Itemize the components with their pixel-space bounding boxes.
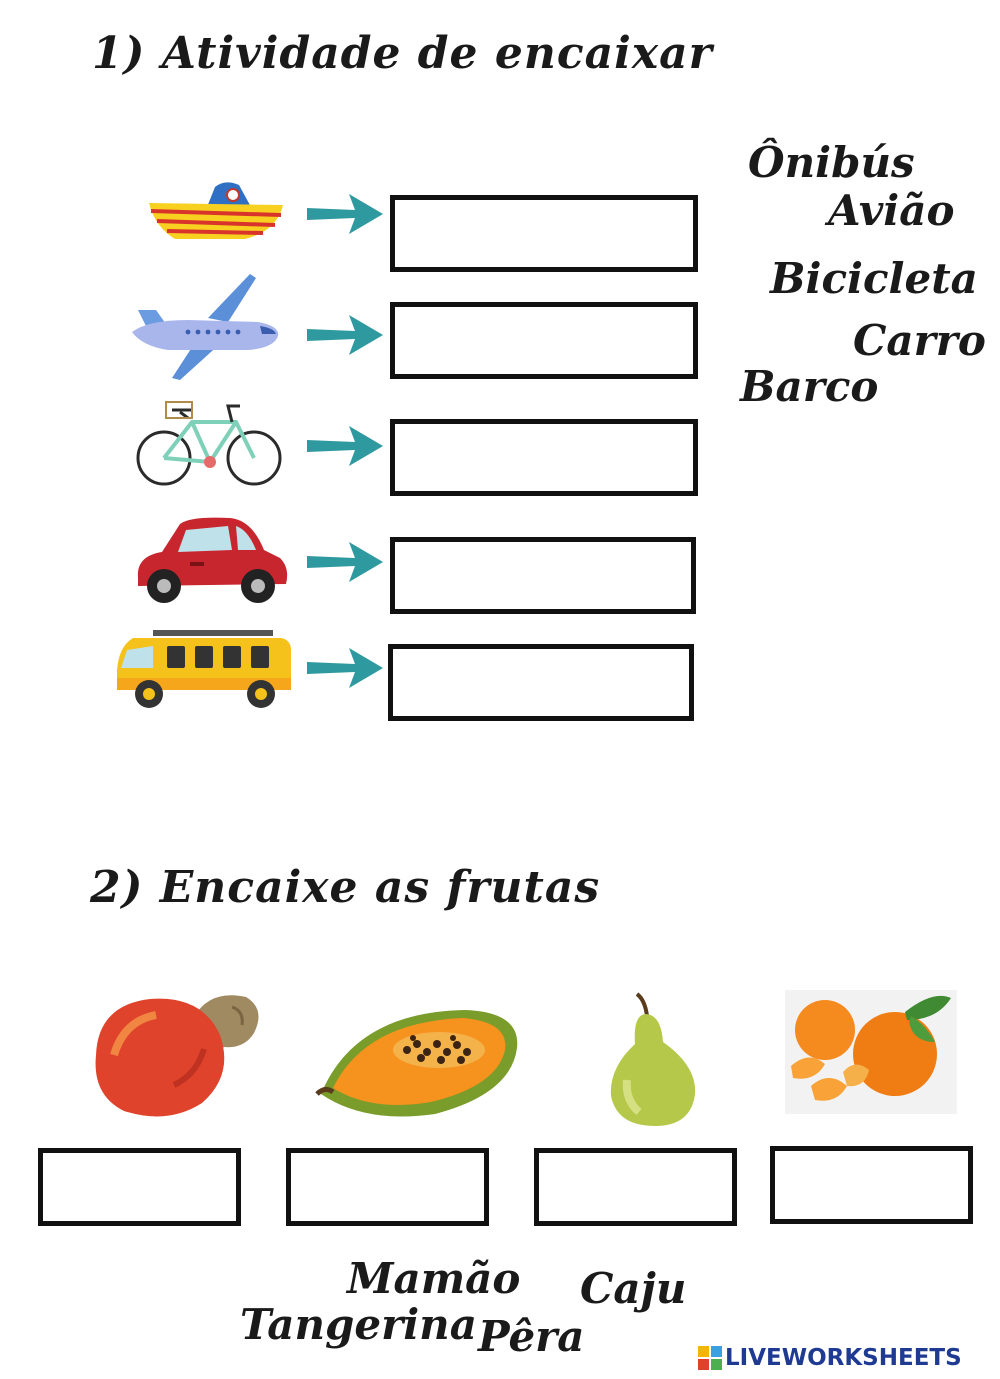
word-aviao[interactable]: Avião bbox=[828, 186, 955, 235]
boat-icon bbox=[149, 182, 283, 239]
word-bicicleta[interactable]: Bicicleta bbox=[770, 254, 978, 303]
arrow-right-icon bbox=[307, 426, 383, 466]
word-caju[interactable]: Caju bbox=[580, 1264, 687, 1313]
drop-box-cashew[interactable] bbox=[38, 1148, 241, 1226]
airplane-icon bbox=[132, 274, 279, 380]
bicycle-icon bbox=[136, 401, 282, 486]
drop-box-car[interactable] bbox=[390, 537, 696, 614]
cashew-icon bbox=[95, 995, 259, 1117]
brand-text: LIVEWORKSHEETS bbox=[725, 1345, 962, 1371]
pear-icon bbox=[610, 992, 696, 1126]
word-onibus[interactable]: Ônibús bbox=[748, 138, 915, 187]
arrow-right-icon bbox=[307, 542, 383, 582]
brand-watermark: LIVEWORKSHEETS bbox=[698, 1343, 962, 1373]
word-barco[interactable]: Barco bbox=[740, 362, 879, 411]
bus-icon bbox=[117, 630, 291, 708]
arrow-right-icon bbox=[307, 194, 383, 234]
word-tangerina[interactable]: Tangerina bbox=[240, 1300, 477, 1349]
arrow-right-icon bbox=[307, 315, 383, 355]
drop-box-tangerine[interactable] bbox=[770, 1146, 973, 1224]
car-icon bbox=[137, 517, 288, 603]
drop-box-papaya[interactable] bbox=[286, 1148, 489, 1226]
drop-box-pear[interactable] bbox=[534, 1148, 737, 1226]
word-carro[interactable]: Carro bbox=[853, 316, 986, 365]
word-mamao[interactable]: Mamão bbox=[347, 1254, 521, 1303]
arrow-right-icon bbox=[307, 648, 383, 688]
tangerine-icon bbox=[785, 990, 957, 1114]
section1-title: 1) Atividade de encaixar bbox=[92, 28, 713, 79]
drop-box-bus[interactable] bbox=[388, 644, 694, 721]
drop-box-boat[interactable] bbox=[390, 195, 698, 272]
liveworksheets-logo-icon bbox=[698, 1346, 722, 1370]
drop-box-airplane[interactable] bbox=[390, 302, 698, 379]
papaya-icon bbox=[315, 1010, 518, 1117]
section2-title: 2) Encaixe as frutas bbox=[90, 862, 601, 913]
word-pera[interactable]: Pêra bbox=[478, 1312, 585, 1361]
drop-box-bicycle[interactable] bbox=[390, 419, 698, 496]
